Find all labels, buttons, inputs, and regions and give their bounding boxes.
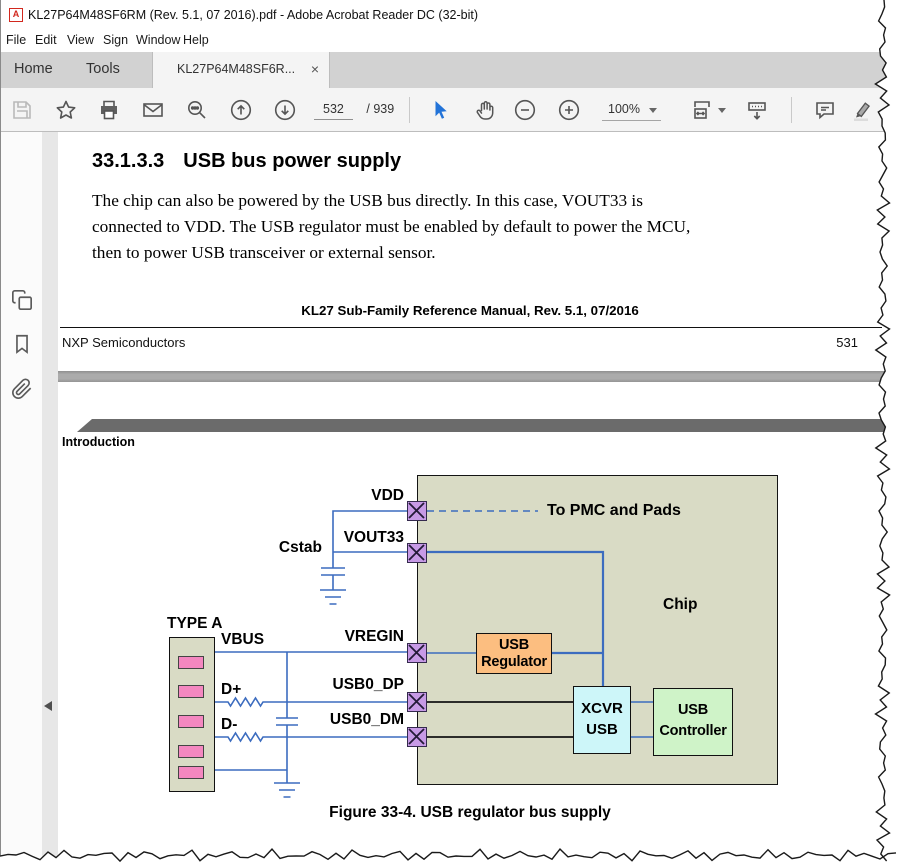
menu-edit[interactable]: Edit (35, 33, 57, 47)
vout33-pad (407, 543, 427, 563)
window-title: KL27P64M48SF6RM (Rev. 5.1, 07 2016).pdf … (28, 8, 479, 22)
page-separator: / (366, 102, 370, 116)
figure-caption: Figure 33-4. USB regulator bus supply (329, 804, 611, 821)
diagram-wires (215, 510, 653, 798)
chevron-down-icon (648, 108, 657, 113)
vdd-pad (407, 501, 427, 521)
usb-type-a-connector (169, 637, 215, 792)
fit-width-icon[interactable] (690, 98, 714, 122)
page-thumbnails-icon[interactable] (11, 289, 33, 311)
label-to-pmc: To PMC and Pads (547, 502, 681, 519)
menu-sign[interactable]: Sign (103, 33, 129, 47)
panel-collapse-arrow-icon[interactable] (44, 701, 52, 711)
section-heading: 33.1.3.3 USB bus power supply (92, 150, 401, 173)
connector-pin (178, 766, 204, 779)
label-vout33: VOUT33 (343, 529, 404, 546)
save-icon[interactable] (10, 98, 34, 122)
email-icon[interactable] (141, 98, 165, 122)
page-gap (58, 371, 900, 382)
footer-rule (60, 327, 882, 328)
window-left-edge (0, 0, 1, 856)
label-d-minus: D- (221, 716, 238, 733)
section-title: USB bus power supply (183, 150, 402, 172)
document-viewport[interactable]: 33.1.3.3 USB bus power supply The chip ca… (42, 132, 900, 864)
label-cstab: Cstab (278, 539, 322, 556)
toolbar-separator (409, 97, 410, 123)
usb0-dm-pad (407, 727, 427, 747)
section-number: 33.1.3.3 (92, 150, 165, 172)
menu-help[interactable]: Help (183, 33, 209, 47)
print-icon[interactable] (97, 98, 121, 122)
toolbar-separator (791, 97, 792, 123)
pdf-page-531 (58, 132, 900, 371)
star-icon[interactable] (54, 98, 78, 122)
zoom-level-value: 100% (608, 102, 640, 116)
manual-reference: KL27 Sub-Family Reference Manual, Rev. 5… (301, 303, 639, 318)
tab-tools[interactable]: Tools (86, 61, 120, 77)
page-current-input[interactable]: 532 (314, 102, 353, 120)
label-usb0-dm: USB0_DM (329, 711, 404, 728)
highlighter-icon[interactable] (849, 98, 873, 122)
tab-home[interactable]: Home (14, 61, 53, 77)
tab-bar: Home Tools KL27P64M48SF6R... × (0, 52, 900, 88)
vregin-pad (407, 643, 427, 663)
xcvr-usb-box: XCVR USB (573, 686, 631, 754)
next-page-icon[interactable] (273, 98, 297, 122)
label-usb0-dp: USB0_DP (332, 676, 405, 693)
pdf-page-number: 531 (836, 335, 858, 350)
fit-width-caret-icon[interactable] (718, 108, 726, 113)
usb-controller-box: USB Controller (653, 688, 733, 756)
left-panel-sidebar (0, 132, 42, 864)
label-chip: Chip (663, 596, 698, 613)
label-vdd: VDD (371, 487, 404, 504)
toolbar: 532 / 939 100% (0, 88, 900, 132)
vout33-power-wire (427, 550, 605, 686)
select-tool-icon[interactable] (427, 98, 451, 122)
previous-page-icon[interactable] (229, 98, 253, 122)
label-type-a: TYPE A (167, 615, 223, 632)
usb0-dp-pad (407, 692, 427, 712)
zoom-out-icon[interactable] (513, 98, 537, 122)
zoom-in-icon[interactable] (557, 98, 581, 122)
connector-pin (178, 745, 204, 758)
zoom-level-dropdown[interactable]: 100% (602, 102, 661, 121)
usb-data-wires (427, 701, 573, 738)
vendor-name: NXP Semiconductors (62, 335, 186, 350)
page-total: 939 (373, 102, 395, 116)
search-icon[interactable] (185, 98, 209, 122)
page-display-icon[interactable] (745, 98, 769, 122)
chapter-header-label: Introduction (62, 435, 135, 449)
connector-pin (178, 685, 204, 698)
title-bar: A KL27P64M48SF6RM (Rev. 5.1, 07 2016).pd… (0, 0, 900, 30)
bookmarks-icon[interactable] (11, 333, 33, 355)
blue-wires (215, 510, 653, 798)
page-number-field[interactable]: 532 / 939 (314, 102, 395, 120)
hand-tool-icon[interactable] (473, 98, 497, 122)
chapter-header-bar (77, 419, 900, 432)
connector-pin (178, 715, 204, 728)
menu-view[interactable]: View (67, 33, 94, 47)
body-paragraph: The chip can also be powered by the USB … (92, 191, 691, 262)
comment-icon[interactable] (813, 98, 837, 122)
label-vregin: VREGIN (344, 628, 404, 645)
usb-regulator-box: USB Regulator (476, 633, 552, 674)
tab-close-icon[interactable]: × (310, 61, 319, 77)
menu-window[interactable]: Window (136, 33, 181, 47)
tab-document[interactable]: KL27P64M48SF6R... × (152, 52, 330, 88)
label-d-plus: D+ (221, 681, 242, 698)
attachments-icon[interactable] (11, 378, 33, 400)
label-vbus: VBUS (221, 631, 265, 648)
menu-bar: File Edit View Sign Window Help (0, 30, 900, 52)
menu-file[interactable]: File (6, 33, 27, 47)
acrobat-logo-icon: A (9, 8, 23, 22)
connector-pin (178, 656, 204, 669)
tab-document-label: KL27P64M48SF6R... (177, 62, 296, 76)
